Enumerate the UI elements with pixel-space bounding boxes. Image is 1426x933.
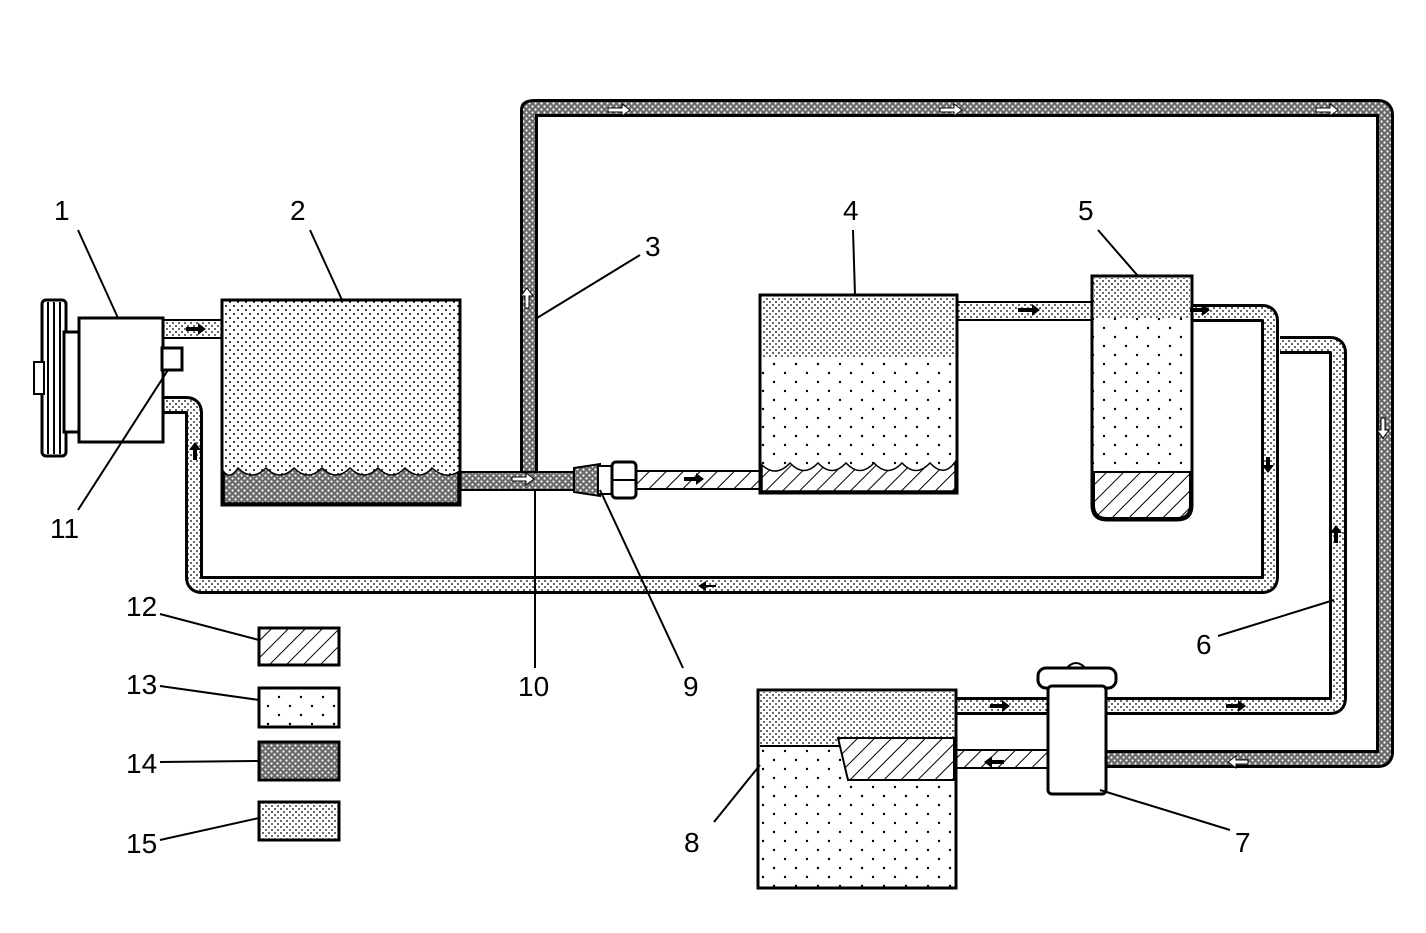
- tank-8: [756, 688, 958, 890]
- label-4: 4: [843, 195, 859, 226]
- label-10: 10: [518, 671, 549, 702]
- arrow-icon: [1262, 457, 1274, 473]
- arrow-icon: [698, 581, 716, 591]
- arrow-icon: [189, 442, 201, 460]
- legend-swatch-12: [257, 626, 341, 667]
- arrow-icon: [1226, 700, 1246, 712]
- arrow-icon: [1376, 417, 1390, 439]
- liquid-return-pipe: [954, 749, 1051, 769]
- arrow-icon: [1330, 525, 1342, 543]
- label-11: 11: [50, 513, 79, 544]
- legend: [257, 626, 341, 842]
- label-15: 15: [126, 828, 157, 859]
- flow-arrows: [186, 103, 1390, 769]
- legend-swatch-15: [257, 800, 341, 842]
- label-12: 12: [126, 591, 157, 622]
- number-labels: 1 2 3 4 5 6 7 8 9 10 11 12 13 14 15: [50, 195, 1251, 859]
- arrow-icon: [520, 287, 534, 309]
- label-7: 7: [1235, 827, 1251, 858]
- suction-return-line: [162, 304, 1279, 594]
- label-9: 9: [683, 671, 699, 702]
- label-3: 3: [645, 231, 661, 262]
- arrow-icon: [939, 103, 963, 117]
- label-6: 6: [1196, 629, 1212, 660]
- arrow-icon: [990, 700, 1010, 712]
- arrow-icon: [511, 472, 535, 486]
- legend-swatch-13: [257, 686, 341, 729]
- arrow-icon: [1018, 304, 1040, 316]
- label-14: 14: [126, 748, 157, 779]
- arrow-icon: [1227, 755, 1249, 769]
- leader-lines: [77, 229, 1335, 841]
- arrow-icon: [684, 473, 704, 485]
- arrow-icon: [186, 323, 206, 335]
- arrow-icon: [1190, 304, 1210, 316]
- outer-return-line: [520, 99, 1394, 768]
- arrow-icon: [607, 103, 631, 117]
- receiver-5: [1090, 274, 1194, 522]
- label-5: 5: [1078, 195, 1094, 226]
- fitting-9: [597, 460, 638, 500]
- valve-11: [160, 346, 184, 372]
- label-1: 1: [54, 195, 70, 226]
- tank-2: [220, 298, 462, 507]
- compressor: [33, 298, 184, 458]
- separator-7: [1036, 662, 1118, 796]
- line-6: [955, 336, 1347, 715]
- arrow-icon: [984, 756, 1004, 768]
- label-8: 8: [684, 827, 700, 858]
- label-13: 13: [126, 669, 157, 700]
- legend-swatch-14: [257, 740, 341, 782]
- arrow-icon: [1315, 103, 1339, 117]
- tank-4: [758, 293, 959, 495]
- label-2: 2: [290, 195, 306, 226]
